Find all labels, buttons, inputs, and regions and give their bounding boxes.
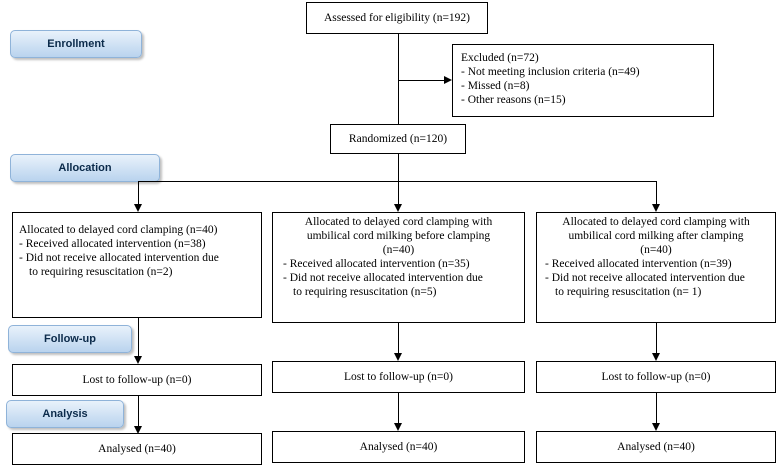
arrow-down-icon: [134, 204, 142, 212]
connector-line: [398, 154, 399, 181]
connector-line: [398, 34, 399, 124]
allocation-box-arm-3: Allocated to delayed cord clamping with …: [536, 212, 776, 323]
arm-line: umbilical cord milking before clamping: [306, 230, 491, 242]
excluded-title: Excluded (n=72): [461, 52, 539, 64]
analysed-text: Analysed (n=40): [98, 443, 176, 455]
connector-line: [656, 181, 657, 204]
connector-line: [138, 181, 139, 204]
analysis-box-arm-3: Analysed (n=40): [536, 431, 776, 463]
arrow-right-icon: [444, 76, 452, 84]
excluded-item: - Not meeting inclusion criteria (n=49): [461, 66, 640, 78]
arm-line: umbilical cord milking after clamping: [568, 230, 744, 242]
arm-line: - Did not receive allocated intervention…: [545, 272, 745, 284]
connector-line: [398, 80, 444, 81]
arrow-down-icon: [652, 204, 660, 212]
followup-box-arm-1: Lost to follow-up (n=0): [12, 364, 262, 396]
connector-line: [398, 181, 399, 204]
arm-line: - Did not receive allocated intervention…: [19, 252, 219, 264]
stage-label-analysis: Analysis: [6, 400, 124, 428]
arm-line: - Did not receive allocated intervention…: [283, 272, 483, 284]
arm-line: Allocated to delayed cord clamping (n=40…: [19, 224, 218, 236]
followup-box-arm-2: Lost to follow-up (n=0): [272, 361, 525, 393]
arrow-down-icon: [394, 423, 402, 431]
randomized-box: Randomized (n=120): [330, 124, 466, 154]
arm-line: to requiring resuscitation (n=2): [29, 266, 173, 278]
excluded-box: Excluded (n=72) - Not meeting inclusion …: [452, 44, 714, 117]
arm-line: (n=40): [640, 244, 672, 256]
arrow-down-icon: [394, 353, 402, 361]
arm-line: Allocated to delayed cord clamping with: [562, 216, 750, 228]
followup-text: Lost to follow-up (n=0): [82, 374, 192, 386]
randomized-text: Randomized (n=120): [348, 133, 448, 145]
stage-label-allocation: Allocation: [10, 154, 160, 182]
arrow-down-icon: [134, 356, 142, 364]
connector-line: [656, 323, 657, 353]
arrow-down-icon: [652, 423, 660, 431]
connector-line: [398, 393, 399, 423]
allocation-box-arm-2: Allocated to delayed cord clamping with …: [272, 212, 525, 323]
followup-text: Lost to follow-up (n=0): [601, 371, 711, 383]
arm-line: - Received allocated intervention (n=35): [283, 258, 470, 270]
analysed-text: Analysed (n=40): [359, 441, 438, 453]
analysis-box-arm-1: Analysed (n=40): [12, 433, 262, 465]
arm-line: Allocated to delayed cord clamping with: [304, 216, 493, 228]
connector-line: [138, 396, 139, 426]
arm-line: to requiring resuscitation (n=5): [293, 286, 437, 298]
followup-box-arm-3: Lost to follow-up (n=0): [536, 361, 776, 393]
stage-label-followup: Follow-up: [8, 325, 132, 353]
arm-line: (n=40): [382, 244, 415, 256]
stage-label-enrollment: Enrollment: [10, 30, 142, 58]
connector-line: [398, 323, 399, 353]
arrow-down-icon: [652, 353, 660, 361]
connector-line: [138, 318, 139, 356]
excluded-list: - Not meeting inclusion criteria (n=49) …: [461, 65, 705, 107]
analysed-text: Analysed (n=40): [617, 441, 695, 453]
arm-line: to requiring resuscitation (n= 1): [555, 286, 702, 298]
arrow-down-icon: [394, 204, 402, 212]
excluded-item: - Missed (n=8): [461, 80, 530, 92]
arrow-down-icon: [134, 426, 142, 434]
connector-line: [656, 393, 657, 423]
assessed-box: Assessed for eligibility (n=192): [306, 2, 488, 34]
arm-line: - Received allocated intervention (n=38): [19, 238, 206, 250]
assessed-text: Assessed for eligibility (n=192): [323, 12, 471, 24]
allocation-box-arm-1: Allocated to delayed cord clamping (n=40…: [12, 212, 262, 318]
followup-text: Lost to follow-up (n=0): [343, 371, 453, 383]
connector-line: [138, 181, 657, 182]
analysis-box-arm-2: Analysed (n=40): [272, 431, 525, 463]
arm-line: - Received allocated intervention (n=39): [545, 258, 732, 270]
excluded-item: - Other reasons (n=15): [461, 94, 566, 106]
